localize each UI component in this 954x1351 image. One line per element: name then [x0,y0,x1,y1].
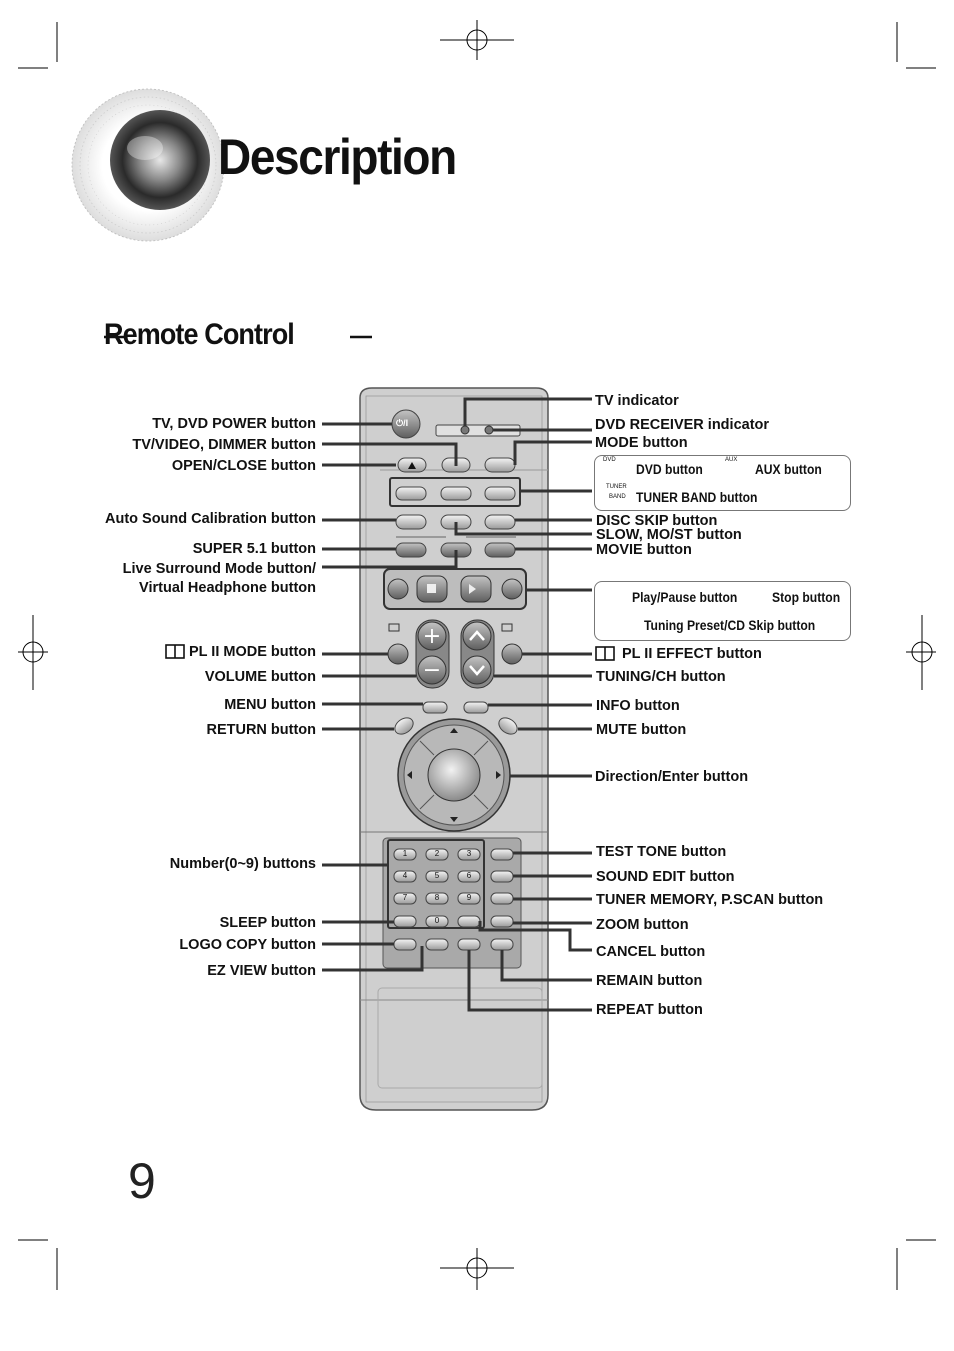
svg-text:+: + [423,624,441,649]
label-super51: SUPER 5.1 button [192,541,316,557]
label-menu: MENU button [224,697,316,713]
label-cancel: CANCEL button [596,944,706,960]
label-tv-dvd-power: TV, DVD POWER button [152,416,316,432]
direction-pad [397,718,511,832]
digit-key-2: 2 [434,849,440,858]
label-pl2-effect: PL II EFFECT button [622,646,762,662]
digit-key-8: 8 [434,893,440,902]
label-logo-copy: LOGO COPY button [179,937,316,953]
label-test-tone: TEST TONE button [596,844,727,860]
mode-info-box [594,455,851,511]
label-mute: MUTE button [596,722,687,738]
page-number: 9 [128,1153,156,1209]
label-tuner-memory: TUNER MEMORY, P.SCAN button [596,892,824,908]
svg-text:−: − [423,658,441,683]
label-disc-skip: DISC SKIP button [596,513,718,529]
label-sleep: SLEEP button [219,915,316,931]
label-live-surround: Live Surround Mode button/ [122,561,316,577]
digit-key-0: 0 [434,916,440,925]
digit-key-9: 9 [466,893,472,902]
dolby-icon [165,644,615,661]
label-number: Number(0~9) buttons [169,856,316,872]
label-volume: VOLUME button [204,669,316,685]
volume-tuning-group: + − [387,619,523,689]
band-tag: BAND [609,494,626,500]
label-slow-most: SLOW, MO/ST button [596,527,742,543]
label-tuning-ch: TUNING/CH button [596,669,726,685]
label-dvd-receiver: DVD RECEIVER indicator [595,417,770,433]
label-movie: MOVIE button [596,542,692,558]
label-play-pause: Play/Pause button [632,590,738,605]
digit-key-3: 3 [466,849,472,858]
label-return: RETURN button [206,722,316,738]
number-keys-shapes [393,848,514,951]
label-direction: Direction/Enter button [595,769,749,785]
page-title: Description [218,129,457,185]
label-tv-video-dimmer: TV/VIDEO, DIMMER button [132,437,316,453]
tuner-tag: TUNER [606,484,627,490]
section-title: Remote Control [104,318,295,351]
digit-key-1: 1 [402,849,408,858]
label-aux-button: AUX button [755,462,822,477]
label-remain: REMAIN button [596,973,703,989]
label-sound-edit: SOUND EDIT button [596,869,735,885]
play-info-box [594,581,851,641]
power-icon: ⏻/I [396,418,409,428]
label-open-close: OPEN/CLOSE button [171,458,316,474]
label-dvd-button: DVD button [636,462,703,477]
transport-buttons [387,575,523,603]
label-repeat: REPEAT button [596,1002,703,1018]
digit-key-7: 7 [402,893,408,902]
leader-lines [322,397,592,1012]
label-mode: MODE button [595,435,688,451]
digit-key-4: 4 [402,871,408,880]
label-zoom: ZOOM button [596,917,689,933]
label-tuning-preset: Tuning Preset/CD Skip button [644,618,816,633]
digit-key-5: 5 [434,871,440,880]
label-ez-view: EZ VIEW button [207,963,316,979]
label-tuner-band-button: TUNER BAND button [636,490,758,505]
label-tv-indicator: TV indicator [595,393,679,409]
label-virtual-headphone: Virtual Headphone button [139,580,316,596]
label-stop: Stop button [772,590,841,605]
label-pl2-mode: PL II MODE button [189,644,316,660]
crop-marks [18,20,936,1290]
digit-key-6: 6 [466,871,472,880]
speaker-icon [71,88,225,242]
label-auto-sound: Auto Sound Calibration button [104,511,316,527]
label-info: INFO button [596,698,680,714]
dvd-tag: DVD [603,457,616,463]
aux-tag: AUX [725,457,738,463]
